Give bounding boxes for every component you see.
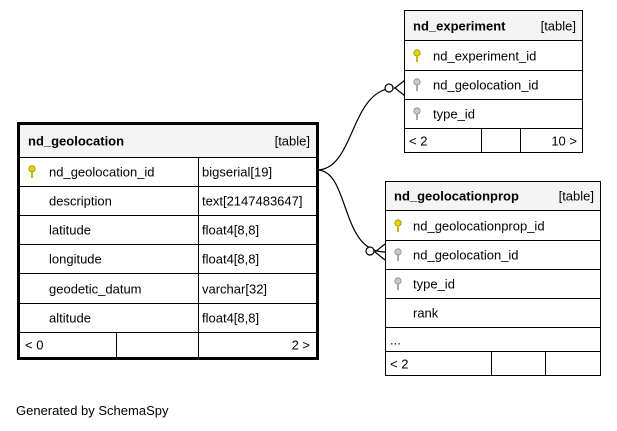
column-row[interactable]: altitude float4[8,8] [20, 304, 316, 333]
foreign-key-icon [394, 248, 402, 261]
column-type: float4[8,8] [202, 251, 260, 267]
parent-count: < 0 [25, 337, 44, 353]
table-kind: [table] [558, 188, 594, 204]
column-row[interactable]: latitude float4[8,8] [20, 216, 316, 245]
column-name: geodetic_datum [49, 281, 142, 296]
column-name: nd_geolocation_id [433, 77, 539, 93]
connector-geolocation-to-experiment [316, 87, 396, 171]
generated-by-caption: Generated by SchemaSpy [16, 403, 169, 418]
parent-count: < 2 [390, 356, 409, 371]
table-header: nd_experiment [table] [405, 11, 582, 41]
column-name: nd_geolocation_id [413, 247, 519, 263]
column-row[interactable]: nd_geolocation_id [405, 71, 582, 100]
more-columns-indicator: ... [390, 332, 401, 347]
zero-many-marker-experiment [384, 83, 394, 93]
foreign-key-icon [413, 78, 421, 91]
column-row[interactable]: nd_geolocationprop_id [386, 211, 600, 241]
column-type: float4[8,8] [202, 222, 260, 238]
column-name: nd_geolocationprop_id [413, 218, 545, 233]
column-name: type_id [433, 106, 475, 122]
column-row[interactable]: longitude float4[8,8] [20, 245, 316, 274]
column-row[interactable]: geodetic_datum varchar[32] [20, 274, 316, 304]
primary-key-icon [413, 48, 421, 62]
column-row[interactable]: type_id [405, 100, 582, 129]
more-columns-row: ... [386, 328, 600, 352]
foreign-key-icon [394, 277, 402, 290]
crowfoot-geolocationprop [374, 243, 386, 261]
table-kind: [table] [540, 18, 576, 33]
column-type: varchar[32] [202, 281, 268, 296]
table-header: nd_geolocation [table] [20, 125, 316, 158]
table-footer: < 0 2 > [20, 333, 316, 357]
connector-geolocation-to-geolocationprop [316, 169, 386, 253]
column-name: nd_experiment_id [433, 48, 537, 63]
table-kind: [table] [274, 133, 310, 149]
child-count: 2 > [291, 337, 310, 353]
column-type: float4[8,8] [202, 310, 260, 326]
column-type: bigserial[19] [202, 164, 273, 180]
column-name: description [49, 193, 112, 209]
column-row[interactable]: nd_geolocation_id bigserial[19] [20, 158, 316, 187]
column-name: latitude [49, 222, 91, 238]
parent-count: < 2 [409, 133, 428, 148]
table-name: nd_experiment [413, 18, 506, 33]
column-name: longitude [49, 251, 102, 267]
primary-key-icon [28, 165, 36, 178]
column-row[interactable]: rank [386, 299, 600, 328]
column-row[interactable]: nd_geolocation_id [386, 241, 600, 270]
column-name: nd_geolocation_id [49, 164, 155, 180]
table-name: nd_geolocation [28, 133, 125, 149]
table-header: nd_geolocationprop [table] [386, 182, 600, 211]
child-count: 10 > [551, 133, 577, 148]
column-name: rank [413, 305, 439, 321]
column-row[interactable]: nd_experiment_id [405, 41, 582, 71]
table-nd-experiment[interactable]: nd_experiment [table] nd_experiment_id n… [404, 10, 583, 153]
column-name: altitude [49, 310, 91, 326]
foreign-key-icon [413, 107, 421, 120]
primary-key-icon [394, 218, 402, 232]
table-nd-geolocation[interactable]: nd_geolocation [table] nd_geolocation_id… [17, 122, 319, 360]
table-nd-geolocationprop[interactable]: nd_geolocationprop [table] nd_geolocatio… [385, 181, 601, 376]
column-row[interactable]: type_id [386, 270, 600, 299]
column-type: text[2147483647] [202, 193, 303, 209]
table-name: nd_geolocationprop [394, 188, 519, 204]
crowfoot-experiment [394, 79, 406, 97]
column-row[interactable]: description text[2147483647] [20, 187, 316, 216]
zero-many-marker-geolocationprop [365, 246, 375, 256]
table-footer: < 2 10 > [405, 129, 582, 152]
column-name: type_id [413, 276, 455, 292]
table-footer: < 2 [386, 352, 600, 375]
